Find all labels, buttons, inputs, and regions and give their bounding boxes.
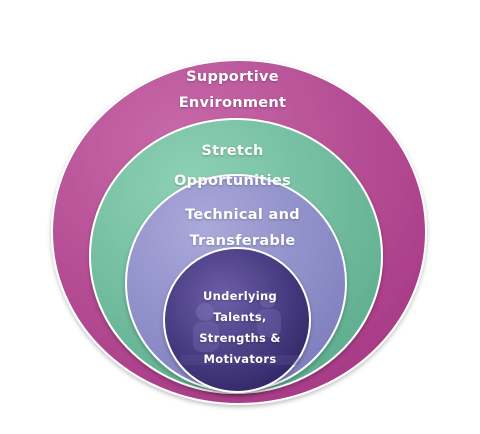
label-line: Opportunities [173,173,291,189]
label-line: Technical and [185,207,300,223]
label-line: Strengths & [199,331,281,345]
label-underlying-talents: Underlying Talents, Strengths & Motivato… [190,286,290,370]
label-line: Stretch [201,143,264,159]
ring-underlying-talents [163,247,311,393]
label-line: Transferable [189,233,296,249]
label-supportive-environment: Supportive Environment [150,64,315,116]
label-line: Supportive [186,69,279,85]
core-photo-texture [180,292,300,365]
label-line: Underlying [202,289,278,303]
label-line: Motivators [203,352,277,366]
label-stretch-opportunities: Stretch Opportunities [155,136,310,196]
label-line: Talents, [213,310,267,324]
label-line: Environment [178,95,287,111]
label-technical-transferable: Technical and Transferable [160,202,325,254]
